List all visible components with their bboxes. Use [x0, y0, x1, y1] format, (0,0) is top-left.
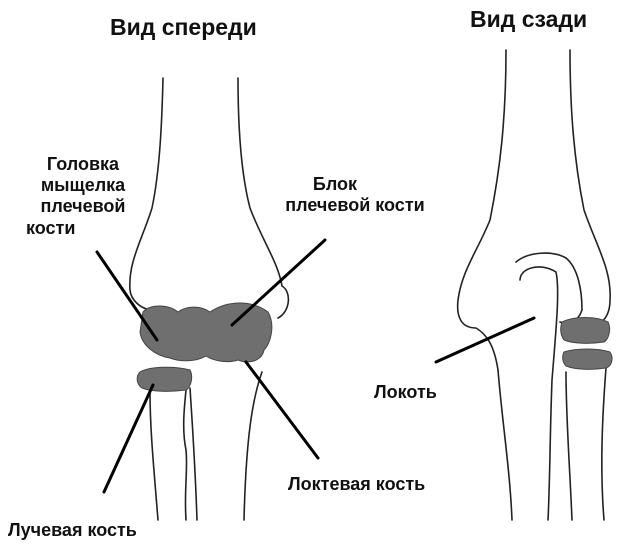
- back-humerus-outline-right: [570, 50, 610, 326]
- front-leaders: [97, 240, 325, 492]
- capitulum-label-line-1: Головка: [18, 154, 148, 175]
- capitulum-label-line-2: мыщелка: [18, 175, 148, 196]
- ulna-leader: [246, 362, 318, 458]
- ulna-label: Локтевая кость: [288, 474, 425, 495]
- radial-head-cartilage: [137, 367, 191, 391]
- olecranon-outline: [520, 267, 558, 520]
- back-humerus-outline: [458, 50, 506, 370]
- olecranon-fossa: [516, 253, 582, 323]
- capitulum-label-line-4: кости: [18, 218, 148, 239]
- front-cartilage: [137, 303, 272, 391]
- front-ulna-outline: [190, 372, 262, 520]
- front-view: [130, 78, 289, 520]
- back-radial-head-cartilage: [563, 349, 612, 369]
- back-ulna-outline: [498, 370, 512, 520]
- olecranon-leader: [436, 318, 534, 362]
- capitulum-leader: [97, 252, 157, 340]
- back-view-heading: Вид сзади: [470, 6, 587, 33]
- radius-leader: [104, 385, 153, 492]
- capitulum-label: Головка мыщелка плечевой кости: [18, 154, 148, 239]
- trochlea-label-line-2: плечевой кости: [270, 195, 440, 216]
- back-radius-outline: [566, 368, 606, 520]
- back-cartilage: [561, 318, 612, 370]
- capitulum-label-line-3: плечевой: [18, 196, 148, 217]
- capitulum-cartilage: [140, 303, 272, 362]
- olecranon-label: Локоть: [374, 382, 437, 403]
- radius-label: Лучевая кость: [8, 520, 137, 541]
- trochlea-leader: [232, 240, 325, 325]
- trochlea-label: Блок плечевой кости: [270, 174, 440, 216]
- back-view: [458, 50, 611, 520]
- back-condyle-cartilage: [561, 318, 610, 344]
- front-radius-outline: [150, 390, 187, 520]
- trochlea-label-line-1: Блок: [270, 174, 440, 195]
- front-view-heading: Вид спереди: [110, 14, 257, 41]
